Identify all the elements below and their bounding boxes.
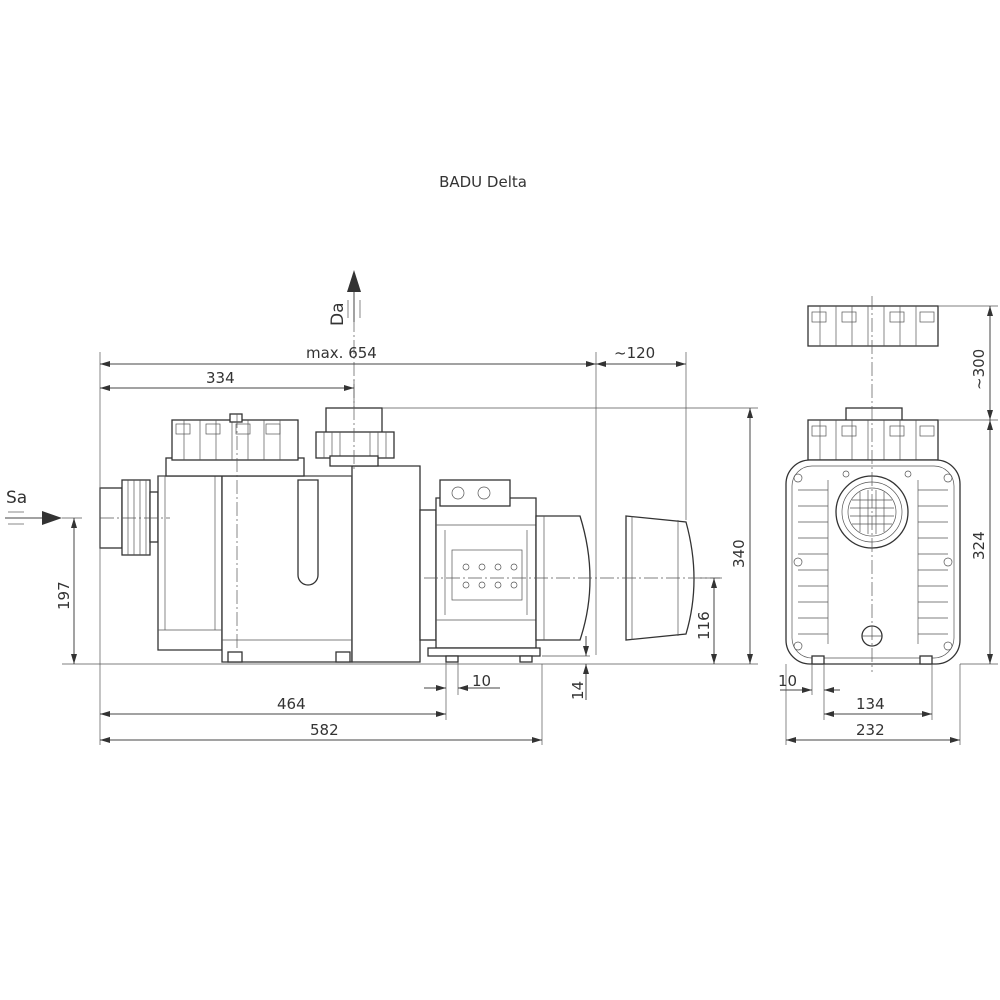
prefilter-housing (157, 465, 421, 663)
lid-clearance (807, 305, 939, 347)
fan-cover-clearance (625, 515, 695, 641)
dim-front-height-label: 324 (970, 531, 988, 560)
suction-arrow (5, 511, 62, 525)
dim-front-foot-width (780, 687, 840, 693)
front-housing (785, 459, 961, 665)
dim-axis-height-label: 116 (695, 611, 713, 640)
dim-foot-to-foot (100, 711, 446, 717)
dim-foot-width-label: 10 (472, 672, 491, 690)
dim-total-height-label: 340 (730, 539, 748, 568)
dim-axis-height (711, 578, 717, 664)
dim-total-height (747, 408, 753, 664)
discharge-label: Da (328, 302, 348, 326)
dim-foot-height-label: 14 (569, 681, 587, 700)
dim-suction-to-discharge (100, 385, 354, 391)
dim-foot-width (424, 685, 500, 691)
dim-max-length (100, 361, 596, 367)
dim-motor-clearance-label: ~120 (614, 344, 655, 362)
front-lid (807, 407, 939, 461)
dim-front-width (786, 737, 960, 743)
dim-front-height (987, 420, 993, 664)
discharge-union (315, 407, 395, 467)
dim-motor-clearance (596, 361, 686, 367)
suction-union (99, 479, 159, 556)
dim-front-width-label: 232 (856, 721, 885, 739)
discharge-arrow (347, 270, 361, 322)
dim-suction-height (71, 518, 77, 664)
dim-base-length-label: 582 (310, 721, 339, 739)
dim-base-length (100, 737, 542, 743)
suction-label: Sa (6, 488, 27, 508)
dim-lid-clearance-label: ~300 (970, 349, 988, 390)
dim-suction-to-discharge-label: 334 (206, 369, 235, 387)
dim-front-foot-width-label: 10 (778, 672, 797, 690)
motor (419, 479, 591, 663)
dim-max-length-label: max. 654 (306, 344, 377, 362)
front-view: ~300 324 10 134 232 (778, 296, 998, 745)
dim-front-foot-spacing (824, 711, 932, 717)
side-view: Sa Da max. 654 (5, 270, 758, 745)
dim-suction-height-label: 197 (55, 581, 73, 610)
prefilter-lid (165, 413, 305, 477)
dim-lid-clearance (987, 306, 993, 420)
drawing-title: BADU Delta (439, 173, 527, 191)
dim-foot-to-foot-label: 464 (277, 695, 306, 713)
dim-front-foot-spacing-label: 134 (856, 695, 885, 713)
dim-foot-height (583, 636, 589, 700)
